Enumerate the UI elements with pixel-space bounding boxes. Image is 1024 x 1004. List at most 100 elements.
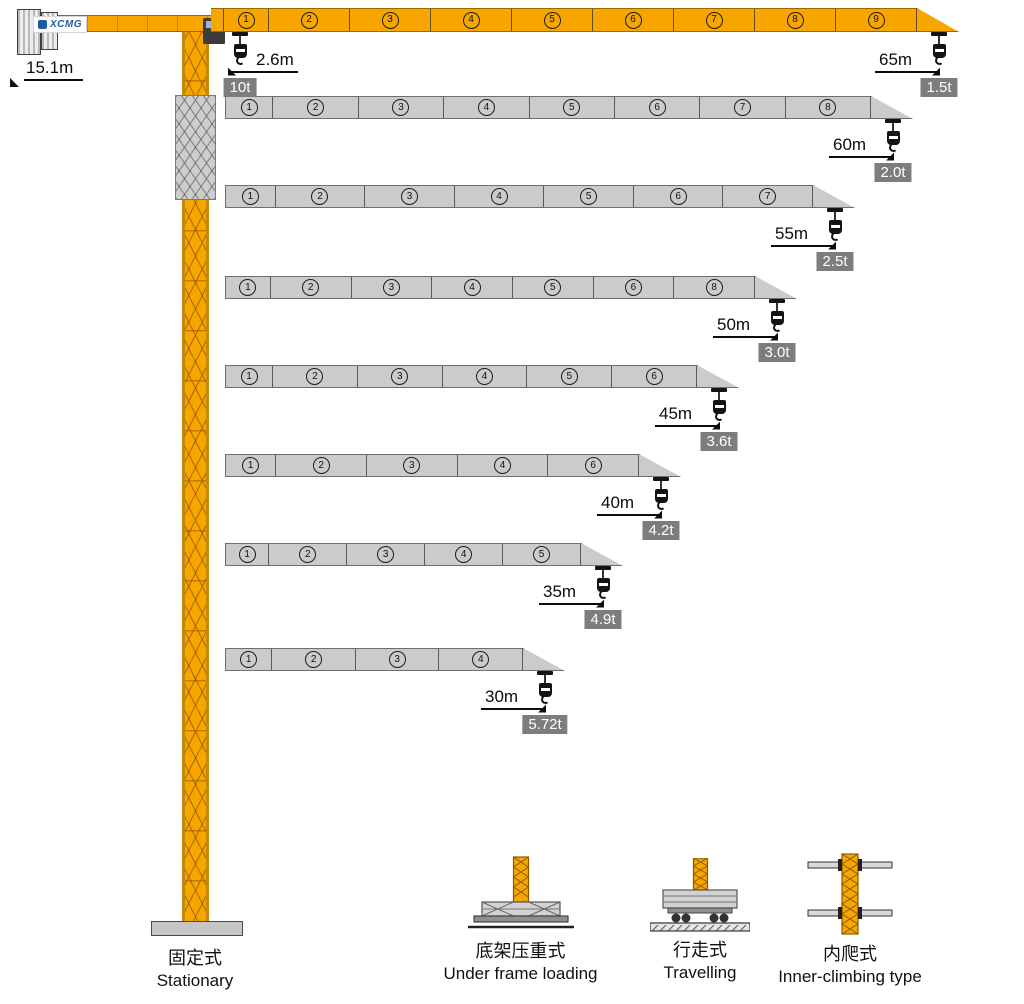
base-type-label-en: Inner-climbing type [778,966,922,986]
jib-segment: 8 [674,277,755,298]
jib-segment: 7 [723,186,813,207]
segment-number: 7 [706,12,723,29]
jib-segment: 4 [431,9,512,31]
trolley-hook [652,477,670,511]
leader-arrow-icon [712,421,721,430]
trolley-bar [885,119,901,123]
jib-segment: 5 [530,97,615,118]
jib-segment: 5 [544,186,634,207]
radius-label: 55m [771,224,837,250]
segment-number: 7 [734,99,751,116]
capacity-badge: 1.5t [920,78,958,97]
hook-block [770,311,784,325]
base-type-label-en: Stationary [156,970,234,990]
leader-arrow-icon [828,241,837,250]
segment-number: 3 [382,12,399,29]
trolley-bar [595,566,611,570]
leader-arrow-icon [770,332,779,341]
base-type-label-zh: 固定式 [168,948,222,968]
trolley-bar [769,299,785,303]
jib-segment: 4 [458,455,549,476]
segment-number: 3 [392,99,409,116]
hoist-rope [544,675,546,683]
tower-base-pad [151,921,243,936]
trolley-bar [827,208,843,212]
capacity-badge: 4.9t [584,610,622,629]
jib-segment: 6 [615,97,700,118]
jib-segment: 3 [358,366,443,387]
segment-number: 6 [625,12,642,29]
capacity-badge: 2.0t [874,163,912,182]
jib-tip [871,97,913,118]
base-type-label-zh: 底架压重式 [475,941,566,961]
segment-number: 4 [494,457,511,474]
segment-number: 3 [401,188,418,205]
capacity-badge: 5.72t [522,715,568,734]
segment-number: 5 [533,546,550,563]
jib-segment: 1 [226,186,276,207]
leader-arrow-icon [538,704,547,713]
jib-segment: 1 [224,9,269,31]
counter-jib [56,15,212,32]
segment-number: 2 [305,651,322,668]
segment-number: 2 [307,99,324,116]
inner-climbing-icon [807,853,893,935]
segment-number: 4 [472,651,489,668]
jib-tip [581,544,623,565]
jib-segment: 4 [443,366,528,387]
xcmg-logo-text: XCMG [50,19,82,30]
segment-number: 4 [463,12,480,29]
hoist-rope [602,570,604,578]
jib-segment: 8 [786,97,871,118]
hook-block [596,578,610,592]
segment-number: 6 [625,279,642,296]
hook-block [886,131,900,145]
trolley-bar [232,32,248,36]
segment-number: 2 [306,368,323,385]
segment-number: 1 [242,188,259,205]
trolley-hook [710,388,728,422]
jib-heel-section [211,9,224,31]
hoist-rope [718,392,720,400]
radius-label: 2.6m [228,50,298,76]
jib-segment: 3 [367,455,458,476]
radius-label: 30m [481,687,547,713]
segment-number: 1 [238,12,255,29]
radius-label: 35m [539,582,605,608]
jib-segment: 5 [503,544,581,565]
jib-tip [697,366,739,387]
jib-segment: 5 [513,277,594,298]
base-type-under-frame-loading: 底架压重式 Under frame loading [408,855,633,984]
jib-segment: 5 [512,9,593,31]
jib-segment: 7 [700,97,785,118]
segment-number: 2 [299,546,316,563]
jib-segment: 6 [593,9,674,31]
trolley-hook [231,32,249,66]
jib-segment: 2 [273,97,358,118]
jib-segment: 3 [347,544,425,565]
leader-arrow-icon [932,67,941,76]
base-type-travelling: 行走式 Travelling [615,858,785,983]
trolley-hook [930,32,948,66]
jib-segment: 3 [350,9,431,31]
segment-number: 5 [544,12,561,29]
jib-segment: 3 [356,649,440,670]
jib-segment: 2 [269,544,347,565]
segment-number: 8 [787,12,804,29]
jib-segment: 5 [527,366,612,387]
jib-segment: 3 [359,97,444,118]
radius-label: 40m [597,493,663,519]
segment-number: 3 [389,651,406,668]
trolley-hook [884,119,902,153]
jib-segment: 4 [439,649,523,670]
segment-number: 2 [302,279,319,296]
jib-segment: 2 [276,186,366,207]
jib-segment: 4 [444,97,529,118]
leader-arrow-icon [654,510,663,519]
base-type-label-zh: 行走式 [673,940,727,960]
capacity-badge: 3.0t [758,343,796,362]
